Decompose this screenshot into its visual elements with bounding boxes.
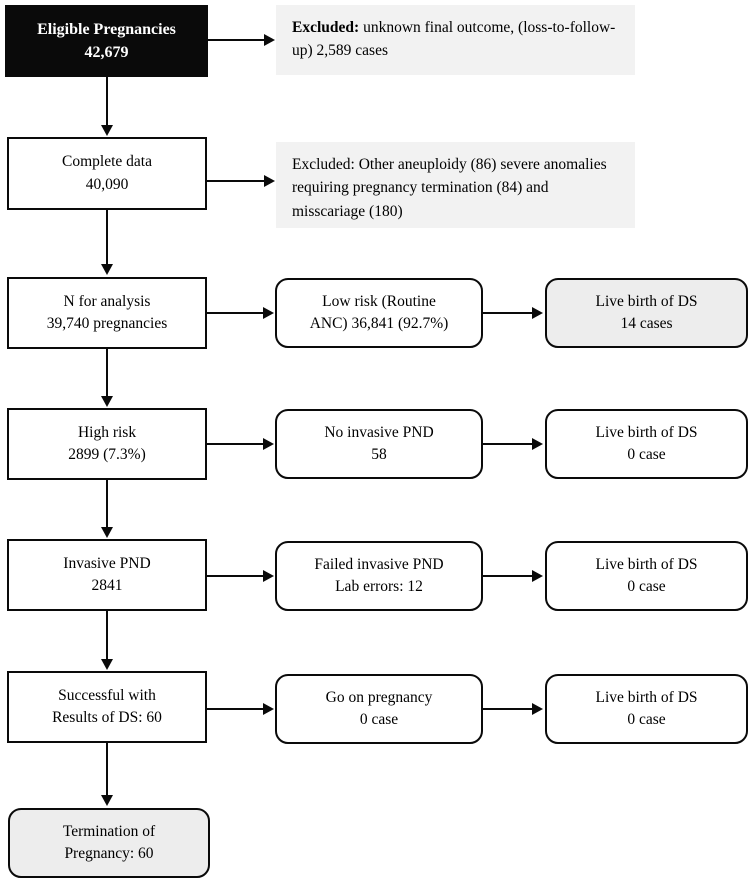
arrowhead-complete-to-analysis	[100, 264, 113, 275]
node-complete-data-line2: 40,090	[85, 175, 129, 193]
arrowhead-invasive-to-successful	[100, 659, 113, 670]
arrowhead-high-risk-to-invasive	[100, 527, 113, 538]
connector-complete-to-analysis	[106, 210, 109, 265]
node-live-birth-ds-4-line1: Live birth of DS	[595, 688, 698, 706]
connector-no-invasive-to-live-birth-2	[483, 443, 534, 446]
node-high-risk-line2: 2899 (7.3%)	[68, 446, 146, 463]
connector-failed-invasive-to-live-birth-3	[483, 575, 534, 578]
connector-successful-to-termination	[106, 743, 109, 796]
arrowhead-analysis-to-high-risk	[100, 396, 113, 407]
node-no-invasive-pnd-line2: 58	[371, 446, 387, 463]
connector-low-risk-to-live-birth-1	[483, 312, 534, 315]
node-termination-line1: Termination of	[62, 822, 156, 840]
arrowhead-eligible-to-note1	[264, 33, 275, 46]
arrowhead-high-risk-to-no-invasive	[263, 437, 274, 450]
node-successful-results: Successful with Results of DS: 60	[7, 671, 207, 743]
node-live-birth-ds-2-line2: 0 case	[627, 446, 666, 463]
arrowhead-low-risk-to-live-birth-1	[532, 306, 543, 319]
node-n-for-analysis-line1: N for analysis	[63, 292, 151, 310]
node-n-for-analysis-line2: 39,740 pregnancies	[46, 315, 168, 332]
node-failed-invasive-pnd-line1: Failed invasive PND	[314, 555, 444, 573]
node-live-birth-ds-4-line2: 0 case	[627, 711, 666, 728]
arrowhead-eligible-to-complete	[100, 125, 113, 136]
node-no-invasive-pnd: No invasive PND 58	[275, 409, 483, 479]
arrowhead-failed-invasive-to-live-birth-3	[532, 569, 543, 582]
arrowhead-go-on-to-live-birth-4	[532, 702, 543, 715]
node-eligible-pregnancies-line1: Eligible Pregnancies	[37, 20, 176, 38]
connector-analysis-to-low-risk	[207, 312, 265, 315]
note-excluded-1-body: unknown final outcome, (loss-to-follow-u…	[292, 19, 616, 60]
node-live-birth-ds-1-line1: Live birth of DS	[595, 292, 698, 310]
node-successful-results-line2: Results of DS: 60	[52, 709, 162, 726]
connector-invasive-to-failed-invasive	[207, 575, 265, 578]
connector-high-risk-to-invasive	[106, 480, 109, 528]
arrowhead-no-invasive-to-live-birth-2	[532, 437, 543, 450]
arrowhead-successful-to-termination	[100, 795, 113, 806]
node-live-birth-ds-3: Live birth of DS 0 case	[545, 541, 748, 611]
connector-successful-to-go-on	[207, 708, 265, 711]
node-live-birth-ds-3-line1: Live birth of DS	[595, 555, 698, 573]
connector-complete-to-note2	[207, 180, 266, 183]
connector-eligible-to-complete	[106, 77, 109, 126]
connector-eligible-to-note1	[208, 39, 266, 42]
connector-high-risk-to-no-invasive	[207, 443, 265, 446]
note-excluded-1: Excluded: unknown final outcome, (loss-t…	[276, 5, 635, 75]
node-eligible-pregnancies-line2: 42,679	[84, 44, 129, 61]
node-n-for-analysis: N for analysis 39,740 pregnancies	[7, 277, 207, 349]
node-low-risk: Low risk (Routine ANC) 36,841 (92.7%)	[275, 278, 483, 348]
node-complete-data: Complete data 40,090	[7, 137, 207, 210]
node-successful-results-line1: Successful with	[58, 686, 156, 704]
node-live-birth-ds-2-line1: Live birth of DS	[595, 423, 698, 441]
node-failed-invasive-pnd-line2: Lab errors: 12	[335, 578, 423, 595]
note-excluded-2-body: Excluded: Other aneuploidy (86) severe a…	[292, 156, 607, 220]
node-invasive-pnd-line2: 2841	[91, 577, 123, 594]
node-live-birth-ds-2: Live birth of DS 0 case	[545, 409, 748, 479]
node-no-invasive-pnd-line1: No invasive PND	[324, 423, 434, 441]
note-excluded-1-prefix: Excluded:	[292, 19, 360, 36]
node-low-risk-line2: ANC) 36,841 (92.7%)	[309, 315, 449, 332]
node-complete-data-line1: Complete data	[62, 153, 152, 171]
arrowhead-analysis-to-low-risk	[263, 306, 274, 319]
node-go-on-pregnancy: Go on pregnancy 0 case	[275, 674, 483, 744]
node-go-on-pregnancy-line1: Go on pregnancy	[325, 688, 433, 706]
arrowhead-complete-to-note2	[264, 174, 275, 187]
node-invasive-pnd: Invasive PND 2841	[7, 539, 207, 611]
node-failed-invasive-pnd: Failed invasive PND Lab errors: 12	[275, 541, 483, 611]
arrowhead-successful-to-go-on	[263, 702, 274, 715]
node-high-risk-line1: High risk	[77, 423, 137, 441]
node-termination-line2: Pregnancy: 60	[64, 845, 154, 862]
arrowhead-invasive-to-failed-invasive	[263, 569, 274, 582]
connector-invasive-to-successful	[106, 611, 109, 660]
node-low-risk-line1: Low risk (Routine	[322, 292, 436, 310]
node-termination-of-pregnancy: Termination of Pregnancy: 60	[8, 808, 210, 878]
node-eligible-pregnancies: Eligible Pregnancies 42,679	[5, 5, 208, 77]
node-live-birth-ds-1-line2: 14 cases	[620, 315, 673, 332]
node-live-birth-ds-1: Live birth of DS 14 cases	[545, 278, 748, 348]
connector-analysis-to-high-risk	[106, 349, 109, 397]
connector-go-on-to-live-birth-4	[483, 708, 534, 711]
node-live-birth-ds-4: Live birth of DS 0 case	[545, 674, 748, 744]
node-go-on-pregnancy-line2: 0 case	[359, 711, 399, 728]
note-excluded-2: Excluded: Other aneuploidy (86) severe a…	[276, 142, 635, 228]
node-high-risk: High risk 2899 (7.3%)	[7, 408, 207, 480]
node-live-birth-ds-3-line2: 0 case	[627, 578, 666, 595]
node-invasive-pnd-line1: Invasive PND	[63, 554, 151, 572]
